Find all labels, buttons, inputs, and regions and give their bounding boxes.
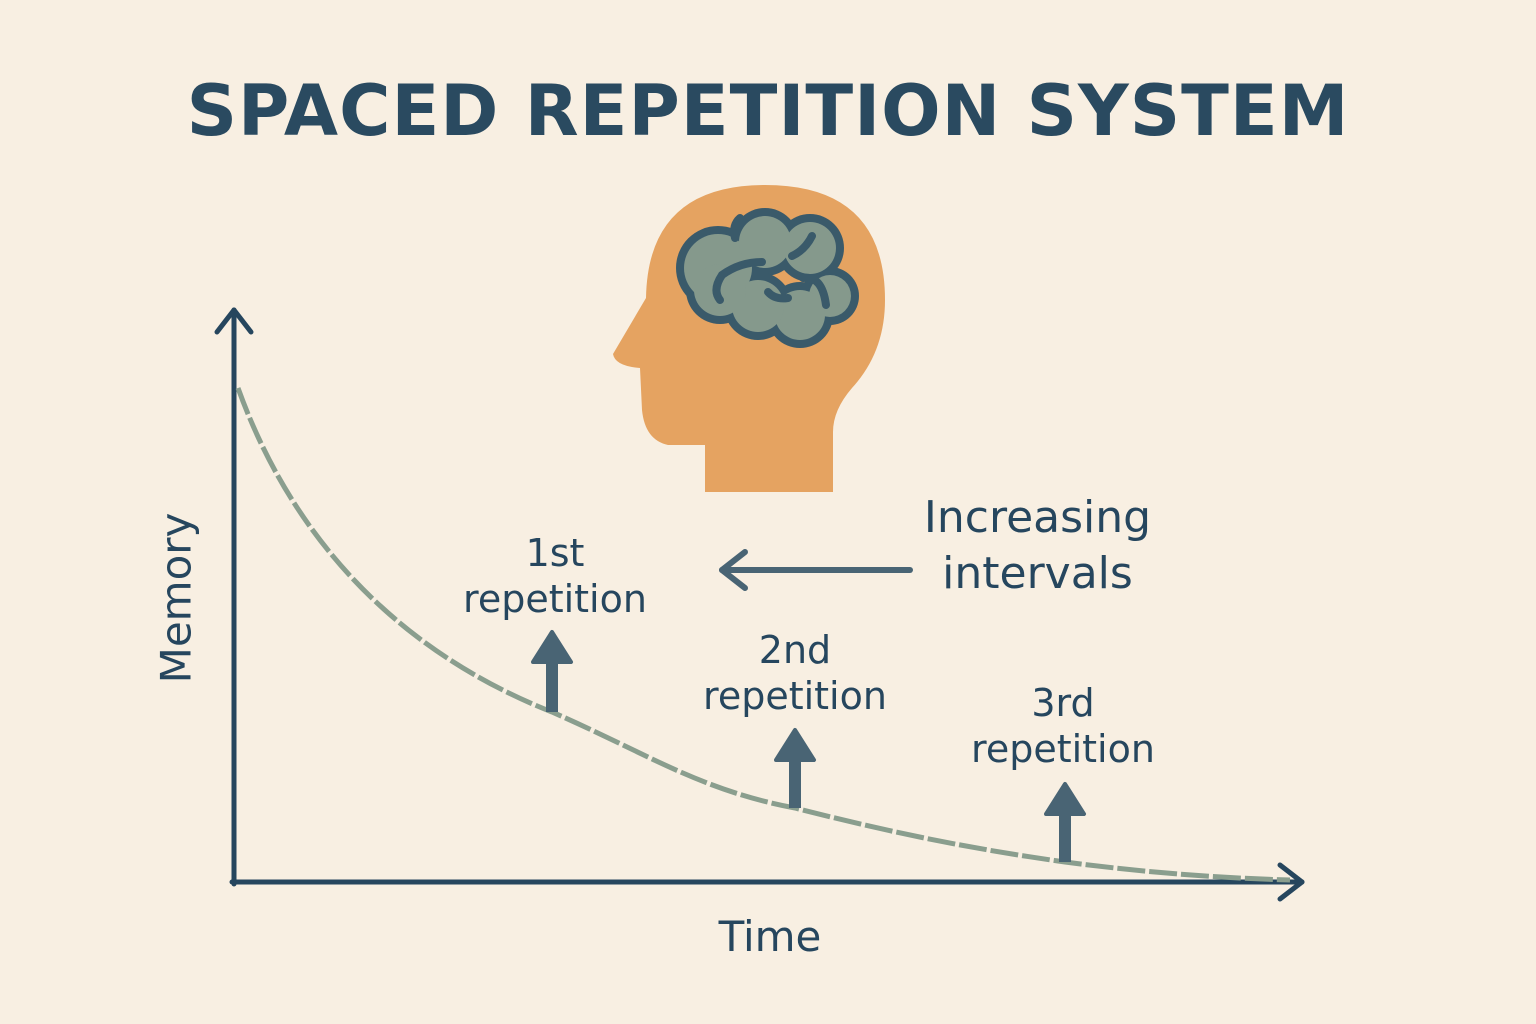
- interval-arrow-left-icon: [719, 549, 913, 591]
- x-axis: [229, 862, 1305, 902]
- forgetting-curve: [235, 387, 1291, 883]
- repetition-label-1: 1st repetition: [455, 530, 655, 622]
- repetition-arrow-3: [1044, 782, 1086, 862]
- repetition-ordinal: 3rd: [1031, 681, 1095, 725]
- y-axis-label: Memory: [151, 512, 201, 684]
- repetition-ordinal: 1st: [525, 531, 585, 575]
- repetition-text: repetition: [463, 577, 647, 621]
- repetition-ordinal: 2nd: [758, 628, 832, 672]
- repetition-text: repetition: [971, 727, 1155, 771]
- brain-icon: [676, 208, 859, 348]
- interval-annotation: Increasing intervals: [905, 490, 1170, 602]
- repetition-text: repetition: [703, 674, 887, 718]
- annotation-line-2: intervals: [942, 548, 1133, 599]
- repetition-label-3: 3rd repetition: [963, 680, 1163, 772]
- repetition-arrow-1: [531, 630, 573, 712]
- y-axis: [214, 307, 254, 887]
- repetition-arrow-2: [774, 728, 816, 808]
- x-axis-label: Time: [718, 912, 822, 961]
- page-title: SPACED REPETITION SYSTEM: [186, 70, 1350, 152]
- repetition-label-2: 2nd repetition: [695, 627, 895, 719]
- annotation-line-1: Increasing: [923, 492, 1152, 543]
